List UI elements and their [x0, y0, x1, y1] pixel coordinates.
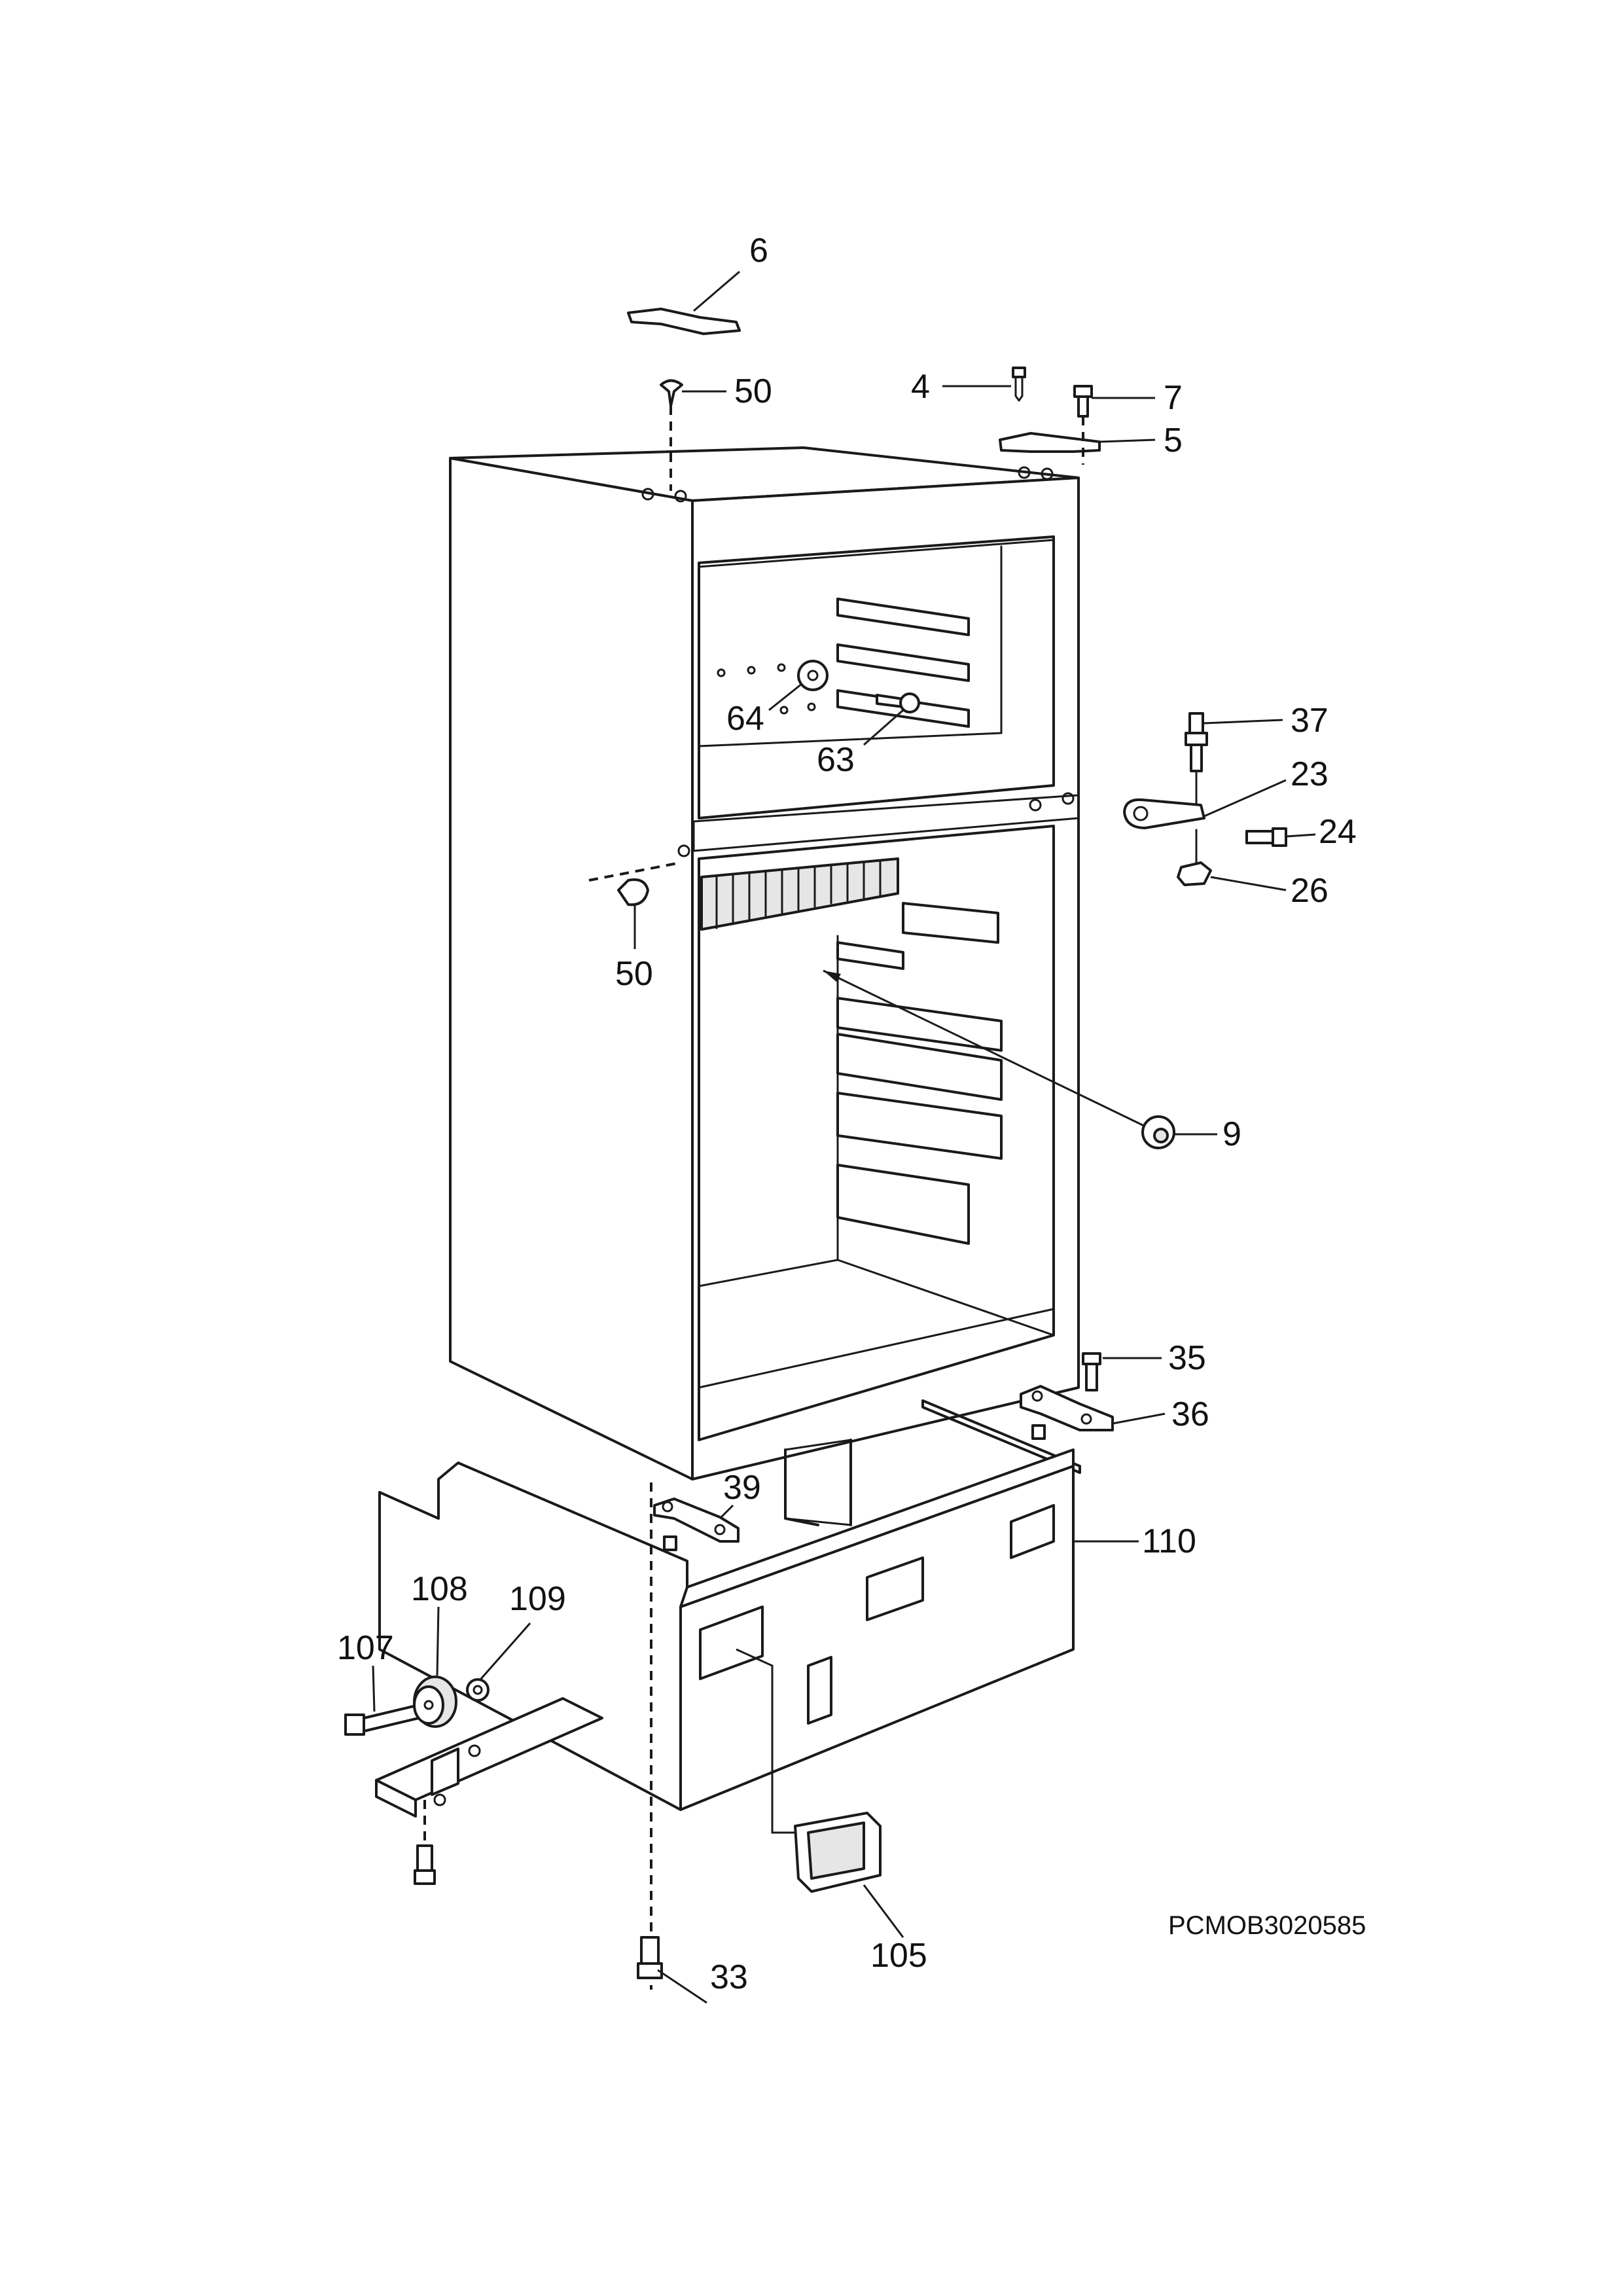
part-6-hinge-plate	[627, 308, 741, 335]
part-109-clip	[466, 1678, 490, 1702]
part-5-hinge-plate	[999, 416, 1101, 465]
drawing-code: PCMOB3020585	[1168, 1911, 1366, 1940]
part-107-bolt	[344, 1704, 420, 1736]
leader-lines	[372, 270, 1316, 2004]
transport-runner-rail	[375, 1697, 603, 1818]
part-number-labels: 6 50 4 7 5 37 23 24 26 64 63 50 9 35 36 …	[337, 232, 1357, 1996]
label-part-50-side: 50	[615, 955, 653, 993]
label-part-64: 64	[726, 700, 764, 738]
part-4-screw	[1012, 367, 1026, 402]
part-23-middle-hinge	[1123, 770, 1205, 829]
part-35-bolt	[1082, 1352, 1101, 1391]
label-part-5: 5	[1164, 422, 1183, 459]
part-36-bottom-hinge	[1020, 1385, 1114, 1440]
fridge-shelf-rails	[836, 902, 1003, 1245]
label-part-6: 6	[749, 232, 768, 270]
label-part-7: 7	[1164, 379, 1183, 417]
part-50-plug-top	[660, 379, 683, 491]
label-part-35: 35	[1168, 1339, 1206, 1377]
label-part-9: 9	[1222, 1115, 1241, 1153]
evaporator-fins	[700, 857, 899, 931]
part-63-screw	[876, 692, 920, 713]
plinth-base	[378, 1399, 1081, 1811]
label-part-107: 107	[337, 1629, 394, 1667]
part-9-knob	[823, 969, 1175, 1149]
label-part-4: 4	[911, 368, 930, 406]
part-39-bracket	[650, 1482, 740, 1990]
runner-screw	[414, 1800, 436, 1885]
part-33-screw	[637, 1936, 663, 1979]
part-105-handle-insert	[736, 1648, 882, 1893]
label-part-63: 63	[817, 741, 855, 779]
label-part-33: 33	[710, 1958, 748, 1996]
part-24-screw	[1245, 827, 1287, 847]
part-7-bolt	[1073, 385, 1093, 418]
label-part-36: 36	[1171, 1395, 1209, 1433]
label-part-26: 26	[1291, 872, 1329, 910]
part-26-nut	[1177, 829, 1212, 886]
label-part-23: 23	[1291, 755, 1329, 793]
label-part-108: 108	[411, 1570, 468, 1608]
label-part-109: 109	[509, 1580, 566, 1618]
label-part-50-top: 50	[734, 372, 772, 410]
part-108-wheel	[413, 1676, 457, 1728]
label-part-105: 105	[870, 1937, 927, 1975]
label-part-110: 110	[1142, 1522, 1196, 1560]
refrigerator-cabinet	[449, 446, 1080, 1480]
part-64-disc	[797, 660, 829, 691]
label-part-24: 24	[1319, 813, 1357, 851]
label-part-37: 37	[1291, 702, 1329, 740]
part-37-hinge-pin	[1185, 712, 1208, 772]
label-part-39: 39	[723, 1469, 761, 1507]
